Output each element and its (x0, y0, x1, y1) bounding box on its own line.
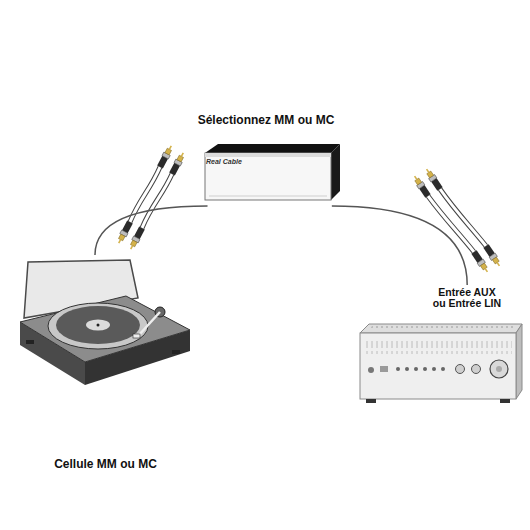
rca-cable-right (412, 167, 503, 274)
turntable (20, 260, 190, 385)
rca-cable-left (116, 144, 187, 251)
connection-curve (95, 206, 208, 255)
turntable-node: Cellule MM ou MC (18, 255, 197, 477)
brand-logo: Real Cable (206, 158, 242, 166)
amplifier (360, 324, 522, 403)
connection-curve (332, 206, 467, 285)
amplifier-node: Entrée AUX ou Entrée LIN (355, 285, 525, 405)
cartridge-label: Cellule MM ou MC (18, 457, 193, 471)
input-label: Entrée AUX ou Entrée LIN (431, 287, 503, 309)
preamp-box (205, 144, 340, 200)
preamp-node: Sélectionnez MM ou MC Real Cable (184, 113, 352, 206)
device-title: Sélectionnez MM ou MC (184, 113, 348, 127)
